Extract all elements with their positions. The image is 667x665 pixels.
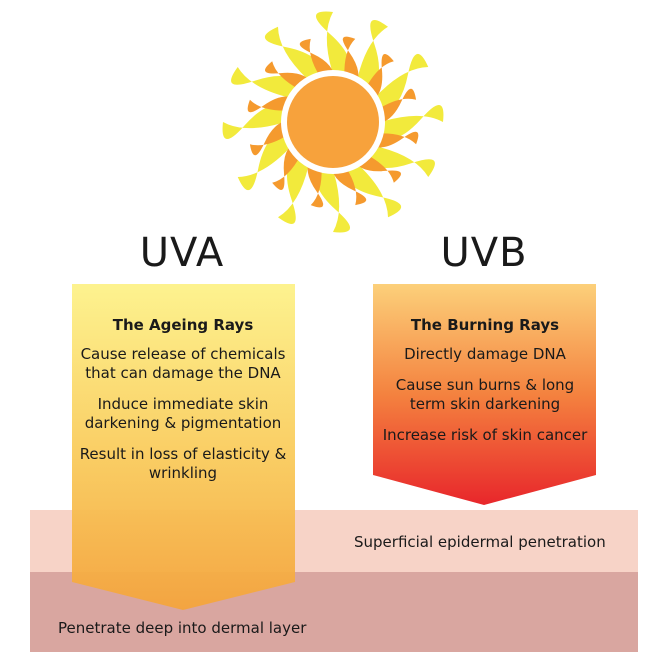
uva-title: UVA	[139, 230, 225, 276]
uva-description: The Ageing Rays Cause release of chemica…	[74, 316, 292, 495]
uvb-point: Cause sun burns & long term skin darkeni…	[395, 376, 575, 413]
uvb-title: UVB	[440, 230, 528, 276]
dermis-label: Penetrate deep into dermal layer	[58, 619, 307, 637]
sun-ray	[272, 140, 315, 191]
uva-subtitle: The Ageing Rays	[112, 316, 254, 334]
sun-ray	[351, 53, 394, 104]
sun-core	[287, 76, 379, 168]
epidermis-label: Superficial epidermal penetration	[354, 533, 606, 551]
uva-arrow	[72, 284, 295, 610]
uvb-point: Increase risk of skin cancer	[382, 426, 588, 444]
sun-ray	[351, 140, 402, 183]
uvb-arrow	[373, 284, 596, 505]
uva-point: Result in loss of elasticity & wrinkling	[79, 445, 287, 482]
uva-point: Induce immediate skin darkening & pigmen…	[84, 395, 282, 432]
uva-point: Cause release of chemicals that can dama…	[80, 345, 286, 382]
uvb-subtitle: The Burning Rays	[410, 316, 560, 334]
sun-icon	[222, 11, 444, 233]
uvb-description: The Burning Rays Directly damage DNA Cau…	[376, 316, 594, 457]
sun-ray	[264, 61, 315, 104]
uvb-point: Directly damage DNA	[404, 345, 566, 363]
